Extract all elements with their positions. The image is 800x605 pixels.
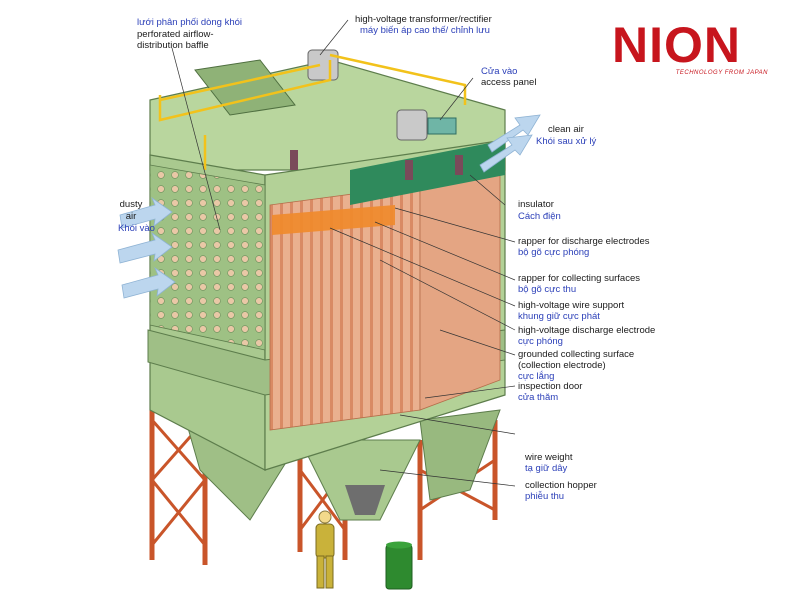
baffle-label-en-1: perforated airflow-: [137, 29, 214, 40]
wire-support-label-vi: khung giữ cực phát: [518, 311, 600, 322]
wire-weight-label-en: wire weight: [525, 452, 573, 463]
rapper-discharge-label-en: rapper for discharge electrodes: [518, 236, 650, 247]
logo-wordmark: NION: [612, 17, 741, 73]
collecting-surface-label-vi: cực lắng: [518, 371, 555, 382]
transformer-label-vi: máy biến áp cao thế/ chỉnh lưu: [360, 25, 490, 36]
rapper-discharge-label-vi: bộ gõ cực phóng: [518, 247, 590, 258]
collecting-plates: [269, 140, 505, 431]
leader-lines: [171, 19, 516, 487]
dusty-air-label-vi: Khói vào: [118, 223, 155, 234]
clean-air-arrows: [479, 114, 541, 173]
logo-tagline: TECHNOLOGY FROM JAPAN: [675, 70, 768, 76]
collecting-surface-label-en-2: (collection electrode): [518, 360, 606, 371]
dusty-air-label-en-1: dusty: [119, 199, 143, 210]
rapper-collecting-label-vi: bộ gõ cực thu: [518, 284, 577, 295]
inspection-door-label-vi: cửa thăm: [518, 392, 559, 403]
safety-railings: [158, 53, 467, 170]
clean-air-label-en: clean air: [548, 124, 584, 135]
worker-figure: [315, 510, 335, 589]
wire-support-label-en: high-voltage wire support: [518, 300, 625, 311]
hopper-label-en: collection hopper: [525, 480, 597, 491]
dusty-air-arrows: [117, 196, 176, 299]
wire-weight-label-vi: tạ giữ dây: [525, 463, 568, 474]
transformer-label-en: high-voltage transformer/rectifier: [355, 14, 492, 25]
hopper-label-vi: phiễu thu: [525, 491, 565, 502]
baffle-label-en-2: distribution baffle: [137, 40, 209, 51]
company-logo: NION TECHNOLOGY FROM JAPAN: [612, 18, 772, 88]
oil-drum: [385, 541, 413, 590]
access-panel-label-vi: Cửa vào: [481, 66, 518, 77]
discharge-electrode-label-vi: cực phóng: [518, 336, 563, 347]
collecting-surface-label-en-1: grounded collecting surface: [518, 349, 635, 360]
access-panel-label-en: access panel: [481, 77, 537, 88]
rapper-collecting-label-en: rapper for collecting surfaces: [518, 273, 640, 284]
dusty-air-label-en-2: air: [125, 211, 137, 222]
insulator-label-vi: Cách điện: [518, 211, 561, 222]
discharge-electrode-label-en: high-voltage discharge electrode: [518, 325, 656, 336]
inspection-door-label-en: inspection door: [518, 381, 583, 392]
insulator-label-en: insulator: [518, 199, 554, 210]
baffle-label-vi: lưới phân phối dòng khói: [137, 17, 243, 28]
clean-air-label-vi: Khói sau xử lý: [536, 136, 597, 147]
